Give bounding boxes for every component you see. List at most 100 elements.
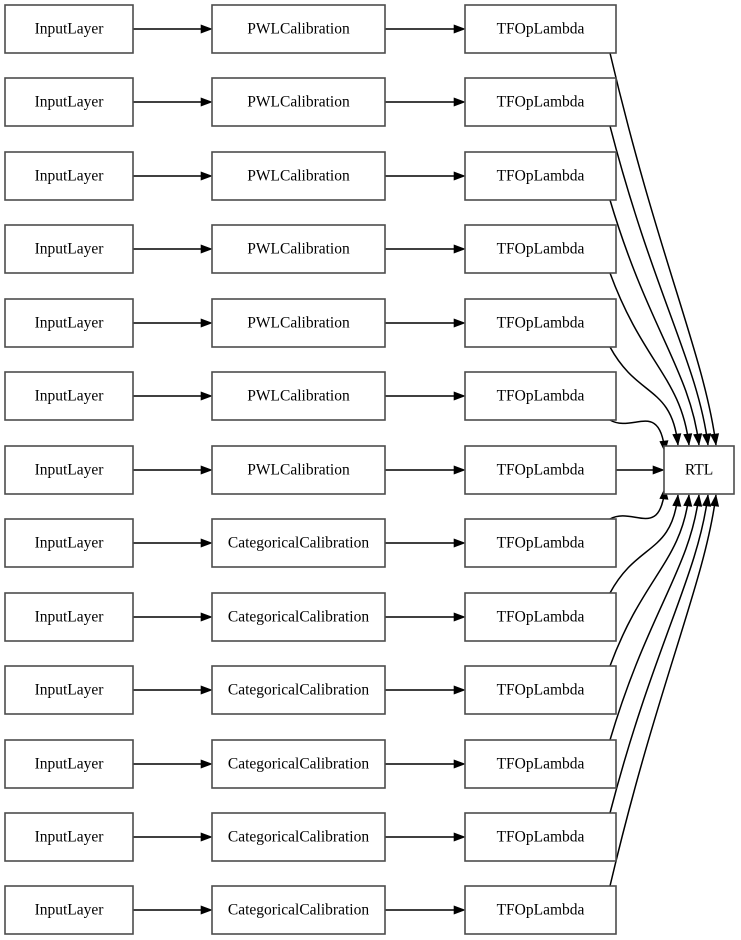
- edge-lambda-to-rtl-3-arrowhead: [683, 433, 693, 446]
- node-tfoplambda[interactable]: TFOpLambda: [464, 298, 617, 348]
- edge-calibration-to-lambda-9-arrowhead: [453, 685, 466, 695]
- node-calibration[interactable]: PWLCalibration: [211, 224, 386, 274]
- node-input-layer-box: [4, 445, 134, 495]
- node-tfoplambda-label: TFOpLambda: [497, 609, 585, 626]
- node-calibration-label: CategoricalCalibration: [228, 829, 369, 846]
- node-tfoplambda-box: [464, 151, 617, 201]
- edge-lambda-to-rtl-6-arrowhead: [652, 465, 665, 475]
- node-calibration[interactable]: PWLCalibration: [211, 445, 386, 495]
- node-tfoplambda[interactable]: TFOpLambda: [464, 592, 617, 642]
- edge-input-to-calibration-3-arrowhead: [200, 244, 213, 254]
- node-tfoplambda[interactable]: TFOpLambda: [464, 739, 617, 789]
- edge-calibration-to-lambda-12-arrowhead: [453, 905, 466, 915]
- node-calibration-box: [211, 739, 386, 789]
- node-input-layer-box: [4, 77, 134, 127]
- edge-lambda-to-rtl-1-arrowhead: [702, 433, 712, 446]
- node-tfoplambda[interactable]: TFOpLambda: [464, 518, 617, 568]
- node-tfoplambda-box: [464, 739, 617, 789]
- node-calibration-box: [211, 151, 386, 201]
- edge-lambda-to-rtl-7[interactable]: [609, 487, 666, 520]
- node-calibration-box: [211, 77, 386, 127]
- node-input-layer[interactable]: InputLayer: [4, 371, 134, 421]
- node-calibration[interactable]: PWLCalibration: [211, 4, 386, 54]
- node-calibration-box: [211, 592, 386, 642]
- node-input-layer[interactable]: InputLayer: [4, 445, 134, 495]
- edge-calibration-to-lambda-2-arrowhead: [453, 171, 466, 181]
- node-input-layer[interactable]: InputLayer: [4, 298, 134, 348]
- edge-lambda-to-rtl-8[interactable]: [609, 494, 679, 594]
- edge-lambda-to-rtl-10[interactable]: [609, 494, 700, 741]
- edge-calibration-to-lambda-11-arrowhead: [453, 832, 466, 842]
- node-tfoplambda[interactable]: TFOpLambda: [464, 885, 617, 935]
- edge-calibration-to-lambda-1-arrowhead: [453, 97, 466, 107]
- edge-lambda-to-rtl-11[interactable]: [609, 494, 709, 814]
- node-tfoplambda[interactable]: TFOpLambda: [464, 4, 617, 54]
- node-calibration-box: [211, 298, 386, 348]
- node-calibration[interactable]: CategoricalCalibration: [211, 739, 386, 789]
- node-calibration-box: [211, 4, 386, 54]
- edge-input-to-calibration-2-arrowhead: [200, 171, 213, 181]
- node-calibration-label: PWLCalibration: [247, 241, 350, 258]
- node-tfoplambda-label: TFOpLambda: [497, 535, 585, 552]
- node-input-layer-box: [4, 371, 134, 421]
- node-calibration-label: PWLCalibration: [247, 462, 350, 479]
- node-input-layer[interactable]: InputLayer: [4, 518, 134, 568]
- node-calibration-label: PWLCalibration: [247, 94, 350, 111]
- node-calibration-box: [211, 224, 386, 274]
- node-tfoplambda[interactable]: TFOpLambda: [464, 812, 617, 862]
- node-input-layer[interactable]: InputLayer: [4, 665, 134, 715]
- edge-lambda-to-rtl-4-arrowhead: [672, 433, 682, 446]
- node-tfoplambda[interactable]: TFOpLambda: [464, 151, 617, 201]
- edge-lambda-to-rtl-3[interactable]: [609, 272, 690, 446]
- node-tfoplambda-label: TFOpLambda: [497, 94, 585, 111]
- node-tfoplambda-label: TFOpLambda: [497, 902, 585, 919]
- edge-input-to-calibration-4-arrowhead: [200, 318, 213, 328]
- node-calibration[interactable]: CategoricalCalibration: [211, 885, 386, 935]
- node-calibration-label: CategoricalCalibration: [228, 609, 369, 626]
- node-calibration[interactable]: CategoricalCalibration: [211, 518, 386, 568]
- node-input-layer[interactable]: InputLayer: [4, 224, 134, 274]
- node-calibration[interactable]: PWLCalibration: [211, 151, 386, 201]
- node-tfoplambda[interactable]: TFOpLambda: [464, 371, 617, 421]
- node-calibration[interactable]: CategoricalCalibration: [211, 592, 386, 642]
- node-calibration[interactable]: PWLCalibration: [211, 298, 386, 348]
- node-input-layer[interactable]: InputLayer: [4, 4, 134, 54]
- node-tfoplambda[interactable]: TFOpLambda: [464, 665, 617, 715]
- edge-calibration-to-lambda-3-arrowhead: [453, 244, 466, 254]
- edge-calibration-to-lambda-4-arrowhead: [453, 318, 466, 328]
- edge-input-to-calibration-5-arrowhead: [200, 391, 213, 401]
- edge-lambda-to-rtl-12[interactable]: [609, 494, 717, 887]
- node-tfoplambda[interactable]: TFOpLambda: [464, 445, 617, 495]
- node-input-layer[interactable]: InputLayer: [4, 812, 134, 862]
- node-input-layer-box: [4, 885, 134, 935]
- node-calibration-box: [211, 371, 386, 421]
- node-tfoplambda-box: [464, 665, 617, 715]
- node-input-layer[interactable]: InputLayer: [4, 77, 134, 127]
- node-tfoplambda[interactable]: TFOpLambda: [464, 224, 617, 274]
- edge-lambda-to-rtl-1[interactable]: [609, 125, 709, 446]
- edge-lambda-to-rtl-5[interactable]: [609, 419, 666, 453]
- node-tfoplambda-label: TFOpLambda: [497, 756, 585, 773]
- node-input-layer[interactable]: InputLayer: [4, 151, 134, 201]
- node-calibration[interactable]: PWLCalibration: [211, 77, 386, 127]
- node-tfoplambda-box: [464, 298, 617, 348]
- node-calibration-box: [211, 665, 386, 715]
- edge-lambda-to-rtl-2[interactable]: [609, 199, 700, 446]
- node-calibration[interactable]: CategoricalCalibration: [211, 812, 386, 862]
- edge-lambda-to-rtl-9[interactable]: [609, 494, 690, 667]
- node-calibration[interactable]: CategoricalCalibration: [211, 665, 386, 715]
- node-input-layer-label: InputLayer: [35, 315, 105, 332]
- node-tfoplambda[interactable]: TFOpLambda: [464, 77, 617, 127]
- node-input-layer-box: [4, 518, 134, 568]
- node-input-layer-label: InputLayer: [35, 94, 105, 111]
- node-calibration-label: PWLCalibration: [247, 21, 350, 38]
- edge-lambda-to-rtl-4[interactable]: [609, 346, 679, 446]
- node-input-layer[interactable]: InputLayer: [4, 885, 134, 935]
- node-input-layer[interactable]: InputLayer: [4, 592, 134, 642]
- edge-lambda-to-rtl-0[interactable]: [609, 52, 717, 446]
- node-rtl[interactable]: RTL: [663, 445, 735, 495]
- node-input-layer[interactable]: InputLayer: [4, 739, 134, 789]
- node-calibration[interactable]: PWLCalibration: [211, 371, 386, 421]
- edge-calibration-to-lambda-6-arrowhead: [453, 465, 466, 475]
